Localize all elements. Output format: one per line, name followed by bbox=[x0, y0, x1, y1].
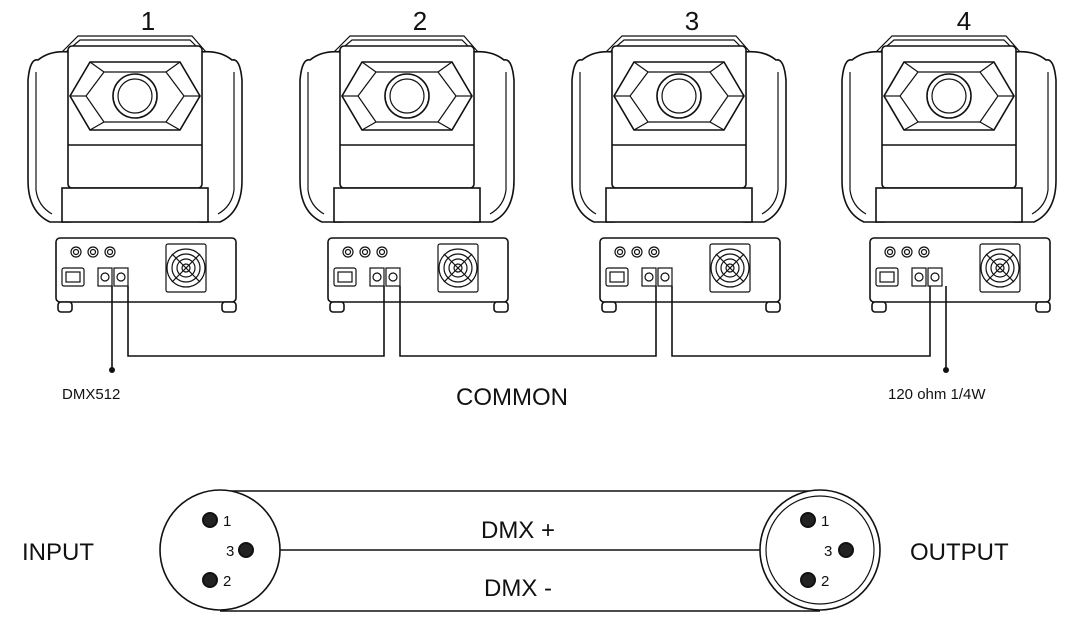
dmx-source-label: DMX512 bbox=[62, 386, 120, 403]
dmx-minus-label: DMX - bbox=[484, 575, 552, 602]
fixture-1 bbox=[27, 35, 243, 313]
dmx-chain-wiring bbox=[109, 286, 949, 373]
input-pin-label: 2 bbox=[223, 573, 231, 590]
output-label: OUTPUT bbox=[910, 539, 1009, 566]
fixture-2 bbox=[299, 35, 515, 313]
fixture-3 bbox=[571, 35, 787, 313]
dmx-input-terminal bbox=[109, 367, 115, 373]
fixture-number: 3 bbox=[685, 6, 699, 36]
dmx-plus-label: DMX + bbox=[481, 517, 555, 544]
output-xlr-connector bbox=[759, 489, 881, 611]
fixture-number: 2 bbox=[413, 6, 427, 36]
fixture-4 bbox=[841, 35, 1057, 313]
input-label: INPUT bbox=[22, 539, 94, 566]
output-pin-label: 2 bbox=[821, 573, 829, 590]
terminator-terminal bbox=[943, 367, 949, 373]
xlr-cable-diagram bbox=[159, 489, 881, 612]
output-pin-label: 3 bbox=[824, 543, 832, 560]
input-pin-label: 1 bbox=[223, 513, 231, 530]
fixture-number: 4 bbox=[957, 6, 971, 36]
input-xlr-connector bbox=[159, 489, 281, 611]
fixture-number: 1 bbox=[141, 6, 155, 36]
common-label: COMMON bbox=[456, 384, 568, 411]
terminator-label: 120 ohm 1/4W bbox=[888, 386, 986, 403]
output-pin-label: 1 bbox=[821, 513, 829, 530]
input-pin-label: 3 bbox=[226, 543, 234, 560]
